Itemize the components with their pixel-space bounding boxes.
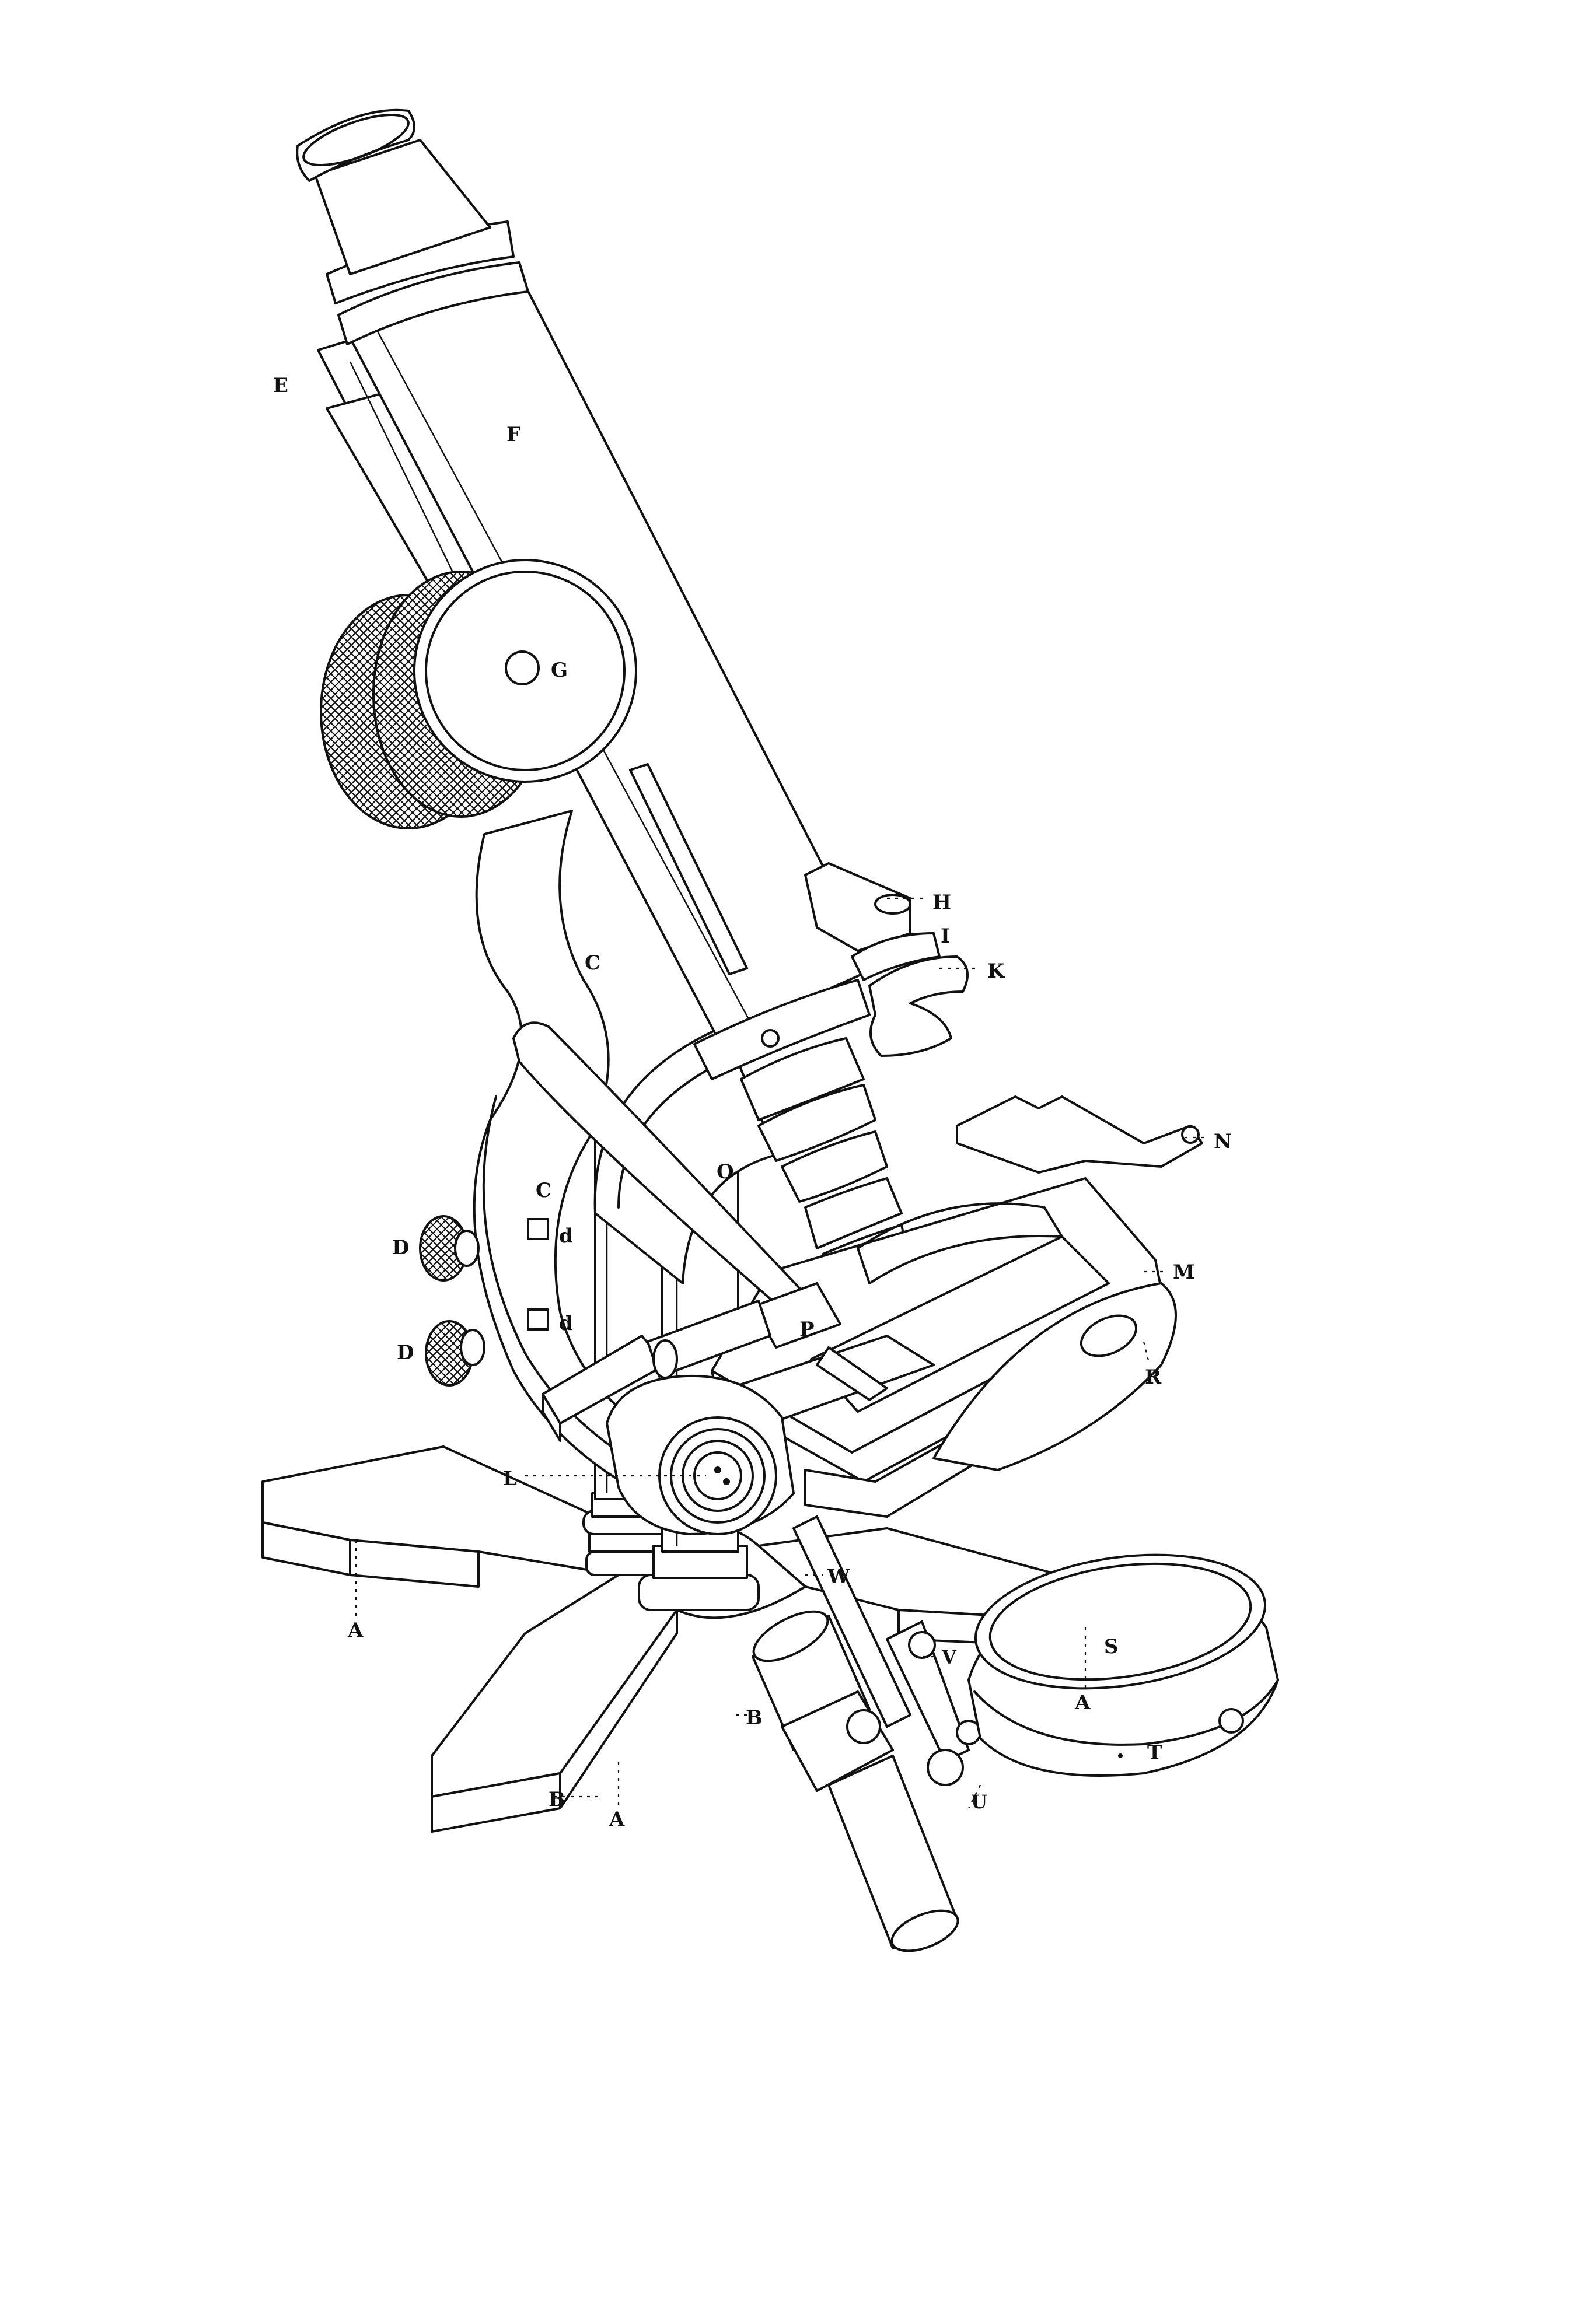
mirror-s [967,1553,1279,1777]
label-k: K [987,960,1005,983]
label-f: F [506,423,520,446]
label-m: M [1173,1261,1195,1284]
label-b-left: B [549,1788,565,1811]
mirror-joint-v [886,1620,981,1786]
trunnion-joint-l [606,1374,795,1535]
label-t: T [1147,1741,1162,1765]
lever-p [512,1021,888,1401]
milled-head-d-upper [419,1215,480,1282]
label-o: O [717,1160,734,1184]
rotating-drum-r [932,1282,1177,1471]
label-v: V [941,1646,957,1668]
body-tube [296,108,876,1040]
leader-lines [355,897,1208,1809]
label-s: S [1104,1635,1119,1658]
label-w: W [827,1565,850,1588]
label-g: G [551,659,568,682]
side-bar [542,1300,771,1442]
label-i: I [941,925,950,948]
label-p: P [799,1318,815,1341]
label-c-upper: C [585,951,600,975]
label-l: L [503,1467,517,1490]
coarse-adjustment-knob [320,559,637,830]
label-e: E [273,374,288,397]
label-h: H [932,891,951,914]
mechanical-stage [711,1177,1168,1518]
label-c-lower: C [536,1179,551,1202]
label-n: N [1214,1130,1232,1153]
labels: E F G H I K C N O C d d D D M P R L W S … [273,374,1232,1831]
label-b-right: B [746,1706,763,1730]
ring-i [851,932,941,981]
label-u: U [971,1791,987,1813]
label-d-lower: D [397,1341,414,1364]
mirror-arm-w [752,1516,959,1952]
diaphragm-k [868,956,969,1057]
milled-head-d-lower [425,1320,485,1387]
label-d-small-lower: d [559,1312,573,1335]
label-d-upper: D [392,1236,409,1259]
label-a-front: A [609,1808,625,1831]
label-r: R [1145,1366,1162,1389]
label-a-left: A [347,1619,364,1642]
label-d-small-upper: d [559,1224,573,1248]
label-a-right: A [1074,1691,1091,1714]
spring-clip-n [956,1096,1203,1174]
